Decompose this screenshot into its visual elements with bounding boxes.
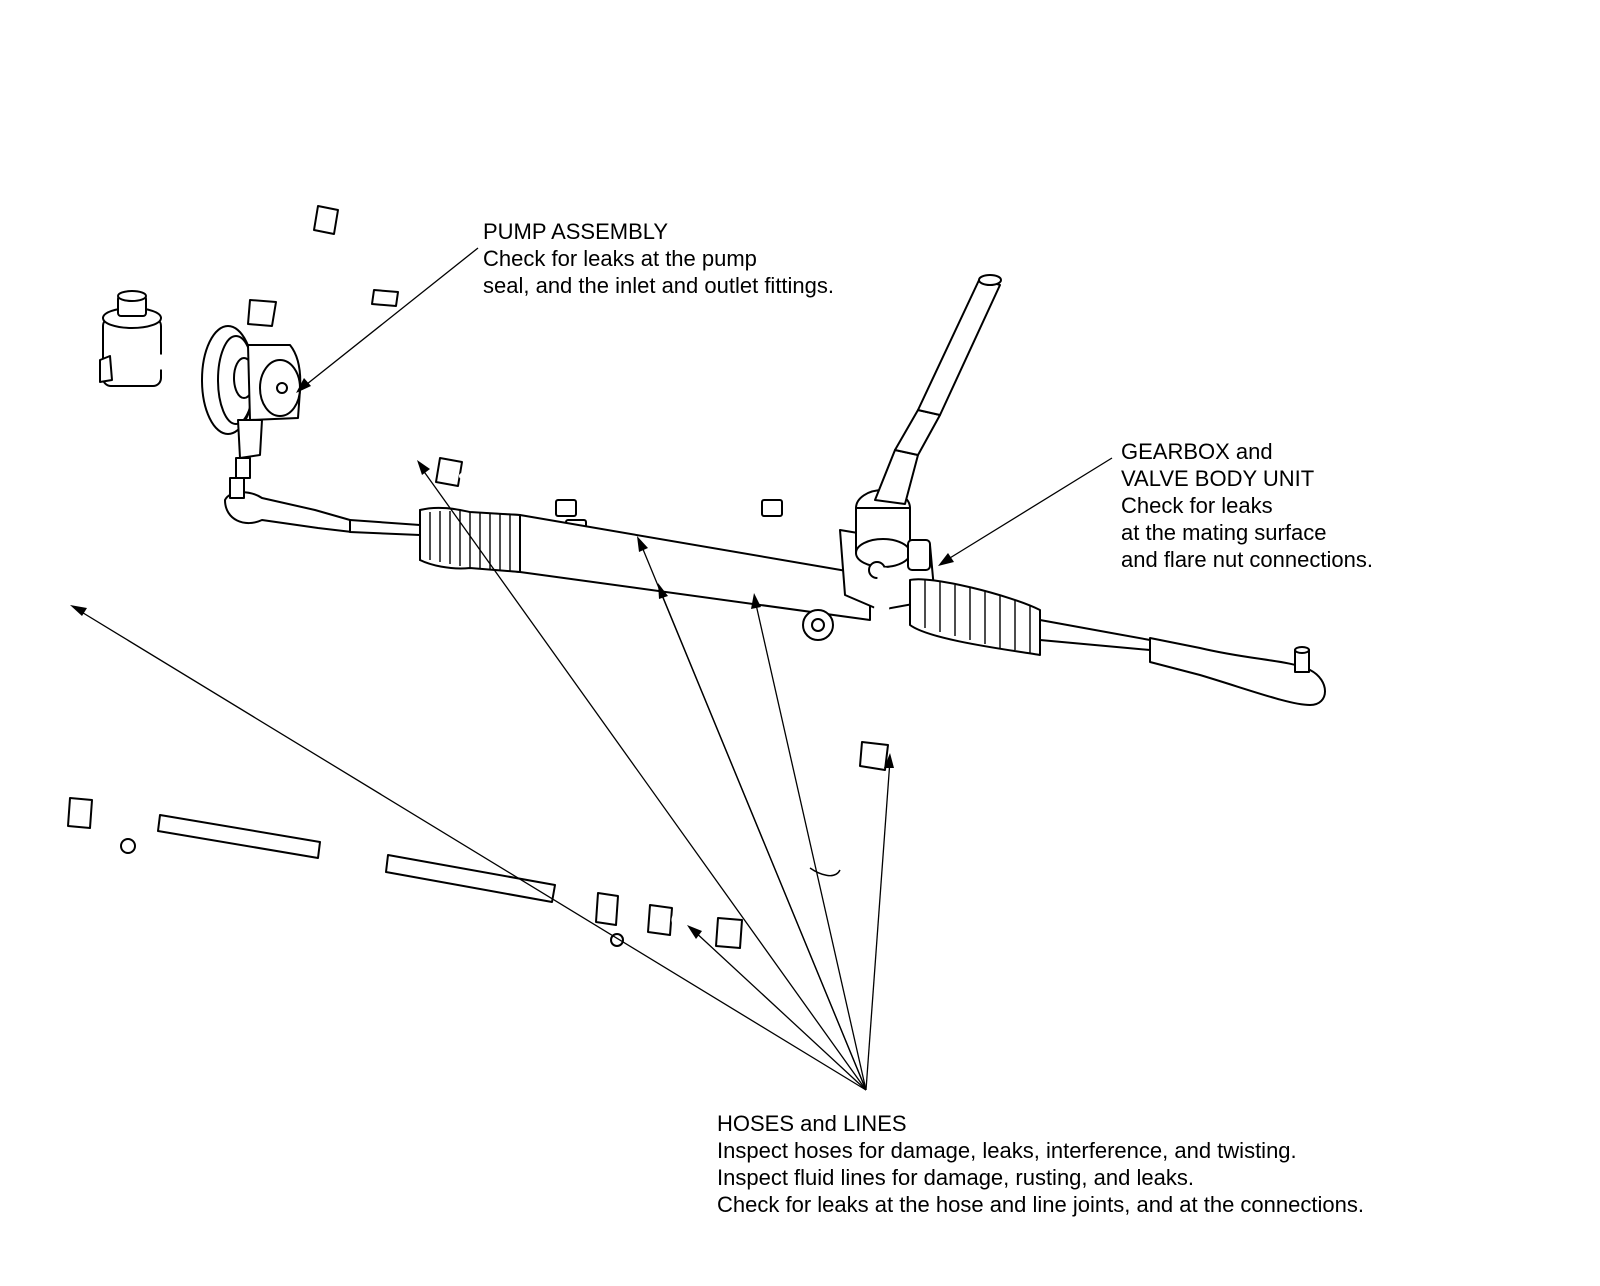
return-hose [30,363,114,821]
hose-loop [671,796,721,929]
hoses-lines-callout: HOSES and LINES Inspect hoses for damage… [717,1110,1364,1218]
pump-assembly [201,325,302,479]
hoses-leaders [70,460,894,1091]
pump-assembly-line-1: Check for leaks at the pump [483,246,757,271]
gearbox-callout: GEARBOX and VALVE BODY UNIT Check for le… [1121,438,1373,573]
steering-rack [419,506,871,641]
gearbox-line-1: Check for leaks [1121,493,1273,518]
hoses-lines-line-1: Inspect hoses for damage, leaks, interfe… [717,1138,1297,1163]
gearbox-feed-hose [871,567,893,668]
hoses-lines-line-2: Inspect fluid lines for damage, rusting,… [717,1165,1194,1190]
pump-leader [296,247,479,393]
gearbox-leader [938,457,1113,566]
gearbox-title-line-2: VALVE BODY UNIT [1121,466,1315,491]
pressure-line-upper [459,473,853,583]
left-tie-rod [224,477,421,536]
pressure-line-lower [715,657,889,949]
hoses-lines-title: HOSES and LINES [717,1111,907,1136]
pressure-hose-upper [247,205,463,487]
hoses-lines-line-3: Check for leaks at the hose and line joi… [717,1192,1364,1217]
pump-assembly-line-2: seal, and the inlet and outlet fittings. [483,273,835,298]
reservoir [99,290,162,387]
gearbox-line-2: at the mating surface [1121,520,1327,545]
steering-shaft [874,274,1002,505]
gearbox-title-line-1: GEARBOX and [1121,439,1273,464]
right-tie-rod [909,578,1326,706]
return-line-lower [67,797,673,947]
pump-assembly-title: PUMP ASSEMBLY [483,219,669,244]
pump-assembly-callout: PUMP ASSEMBLY Check for leaks at the pum… [483,218,834,299]
gearbox-line-3: and flare nut connections. [1121,547,1373,572]
